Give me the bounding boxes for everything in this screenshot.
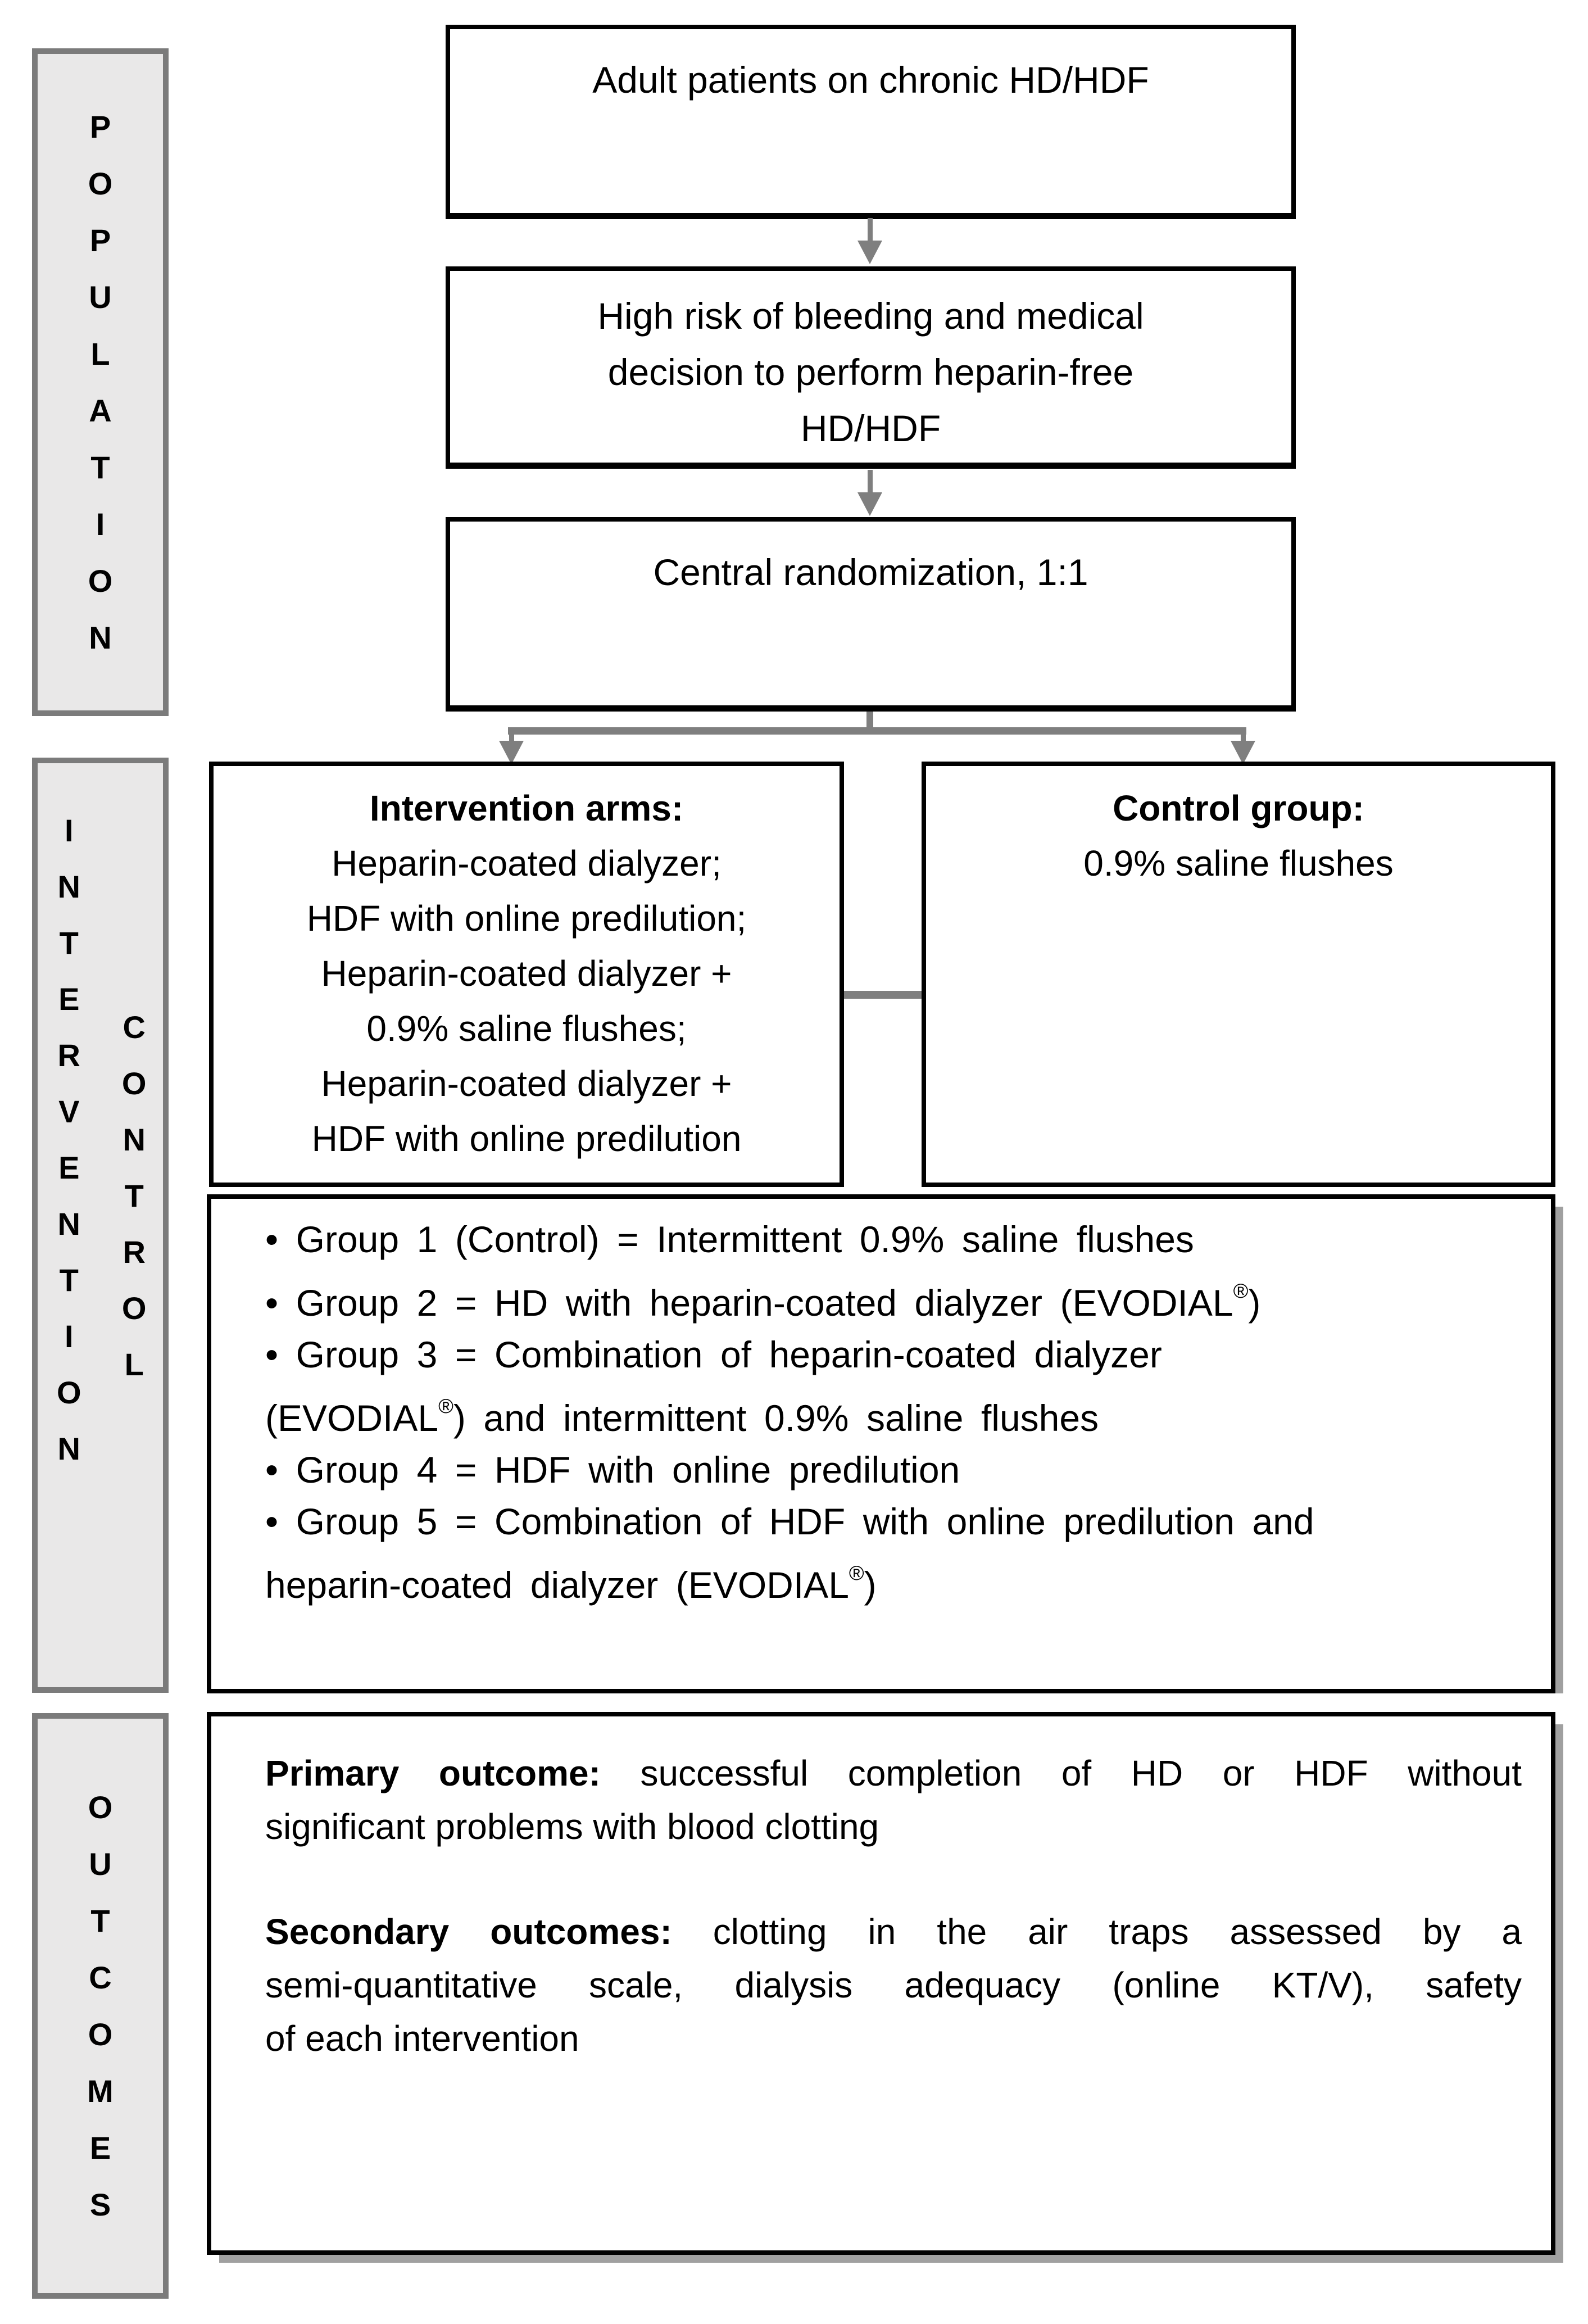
intervention-label-text: I N T E R V E N T I O N <box>56 813 81 1466</box>
control-group-box: Control group: 0.9% saline flushes <box>922 762 1555 1187</box>
groups-definition-box: • Group 1 (Control) = Intermittent 0.9% … <box>207 1194 1563 1693</box>
group-5-line1: • Group 5 = Combination of HDF with onli… <box>265 1501 1314 1543</box>
group-3-line2: (EVODIAL®) and intermittent 0.9% saline … <box>265 1394 1099 1439</box>
flow-box-high-risk-line1: High risk of bleeding and medical <box>597 295 1144 337</box>
flow-box-high-risk-line3: HD/HDF <box>800 407 941 449</box>
group-2-line: • Group 2 = HD with heparin-coated dialy… <box>265 1279 1261 1324</box>
down-arrow-1-head-icon <box>857 241 882 264</box>
intervention-arms-line3: Heparin-coated dialyzer + <box>321 953 732 994</box>
split-connector-stub <box>866 712 873 728</box>
outcomes-section-label: O U T C O M E S <box>32 1713 169 2299</box>
outcomes-label-text: O U T C O M E S <box>87 1790 114 2222</box>
flow-box-population-text: Adult patients on chronic HD/HDF <box>592 59 1149 101</box>
arm-boxes-connector <box>844 991 922 999</box>
down-arrow-left-shaft-icon <box>509 735 514 744</box>
groups-box-right-shadow <box>1555 1207 1563 1693</box>
intervention-arms-line2: HDF with online predilution; <box>306 898 747 939</box>
population-section-label: P O P U L A T I O N <box>32 48 169 716</box>
group-1-line: • Group 1 (Control) = Intermittent 0.9% … <box>265 1218 1194 1260</box>
intervention-arms-line1: Heparin-coated dialyzer; <box>332 843 722 884</box>
outcomes-box-right-shadow <box>1555 1724 1563 2255</box>
intervention-arms-line4: 0.9% saline flushes; <box>366 1008 687 1049</box>
flow-box-high-risk-line2: decision to perform heparin-free <box>607 351 1134 393</box>
secondary-outcomes-line1: Secondary outcomes: clotting in the air … <box>265 1905 1522 1959</box>
intervention-arms-line5: Heparin-coated dialyzer + <box>321 1063 732 1104</box>
outcomes-box: Primary outcome: successful completion o… <box>207 1712 1563 2263</box>
group-4-line: • Group 4 = HDF with online predilution <box>265 1449 960 1491</box>
intervention-arms-title: Intervention arms: <box>369 788 684 828</box>
intervention-arms-box: Intervention arms: Heparin-coated dialyz… <box>209 762 844 1187</box>
primary-outcome-text1: successful completion of HD or HDF witho… <box>600 1753 1522 1793</box>
flow-box-randomization: Central randomization, 1:1 <box>446 517 1296 712</box>
primary-outcome-line2: significant problems with blood clotting <box>265 1806 879 1847</box>
group-5-line2: heparin-coated dialyzer (EVODIAL®) <box>265 1561 877 1606</box>
flow-box-population: Adult patients on chronic HD/HDF <box>446 25 1296 219</box>
down-arrow-right-head-icon <box>1231 741 1255 764</box>
down-arrow-right-shaft-icon <box>1241 735 1246 744</box>
down-arrow-2-head-icon <box>857 492 882 516</box>
flow-box-high-risk: High risk of bleeding and medical decisi… <box>446 266 1296 469</box>
primary-outcome-line1: Primary outcome: successful completion o… <box>265 1747 1522 1800</box>
primary-outcome-label: Primary outcome: <box>265 1753 601 1793</box>
down-arrow-2-shaft-icon <box>868 470 873 495</box>
down-arrow-1-shaft-icon <box>868 218 873 243</box>
control-group-title: Control group: <box>1113 788 1364 828</box>
control-label-text: C O N T R O L <box>121 1009 147 1382</box>
outcomes-box-bottom-shadow <box>219 2255 1563 2263</box>
control-group-line1: 0.9% saline flushes <box>1083 843 1394 884</box>
secondary-outcomes-text1: clotting in the air traps assessed by a <box>672 1911 1522 1952</box>
intervention-arms-line6: HDF with online predilution <box>311 1118 742 1159</box>
down-arrow-left-head-icon <box>499 741 524 764</box>
secondary-outcomes-line3: of each intervention <box>265 2018 579 2059</box>
group-3-line1: • Group 3 = Combination of heparin-coate… <box>265 1334 1162 1376</box>
flow-box-randomization-text: Central randomization, 1:1 <box>653 551 1088 593</box>
secondary-outcomes-line2: semi-quantitative scale, dialysis adequa… <box>265 1965 1522 2005</box>
split-connector-bar <box>508 727 1246 735</box>
secondary-outcomes-label: Secondary outcomes: <box>265 1911 672 1952</box>
intervention-control-section-label: I N T E R V E N T I O N C O N T R O L <box>32 758 169 1693</box>
outcomes-paragraph-gap <box>265 1854 1522 1905</box>
population-label-text: P O P U L A T I O N <box>88 109 113 655</box>
